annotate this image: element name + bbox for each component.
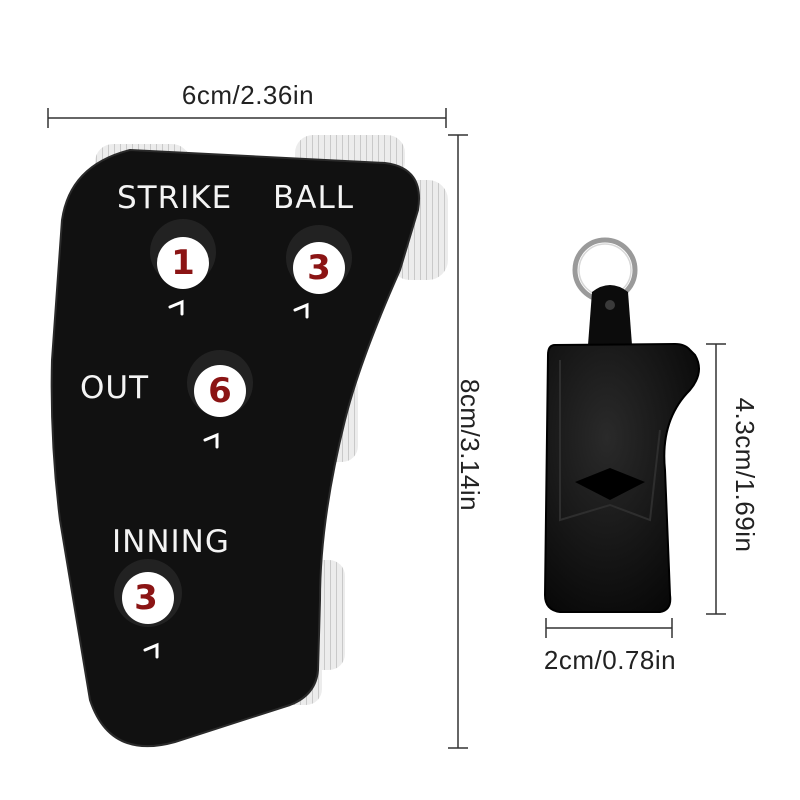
strike-label: STRIKE — [117, 180, 233, 216]
inning-label: INNING — [112, 524, 230, 560]
out-dial — [187, 350, 253, 417]
inning-count: 3 — [134, 578, 158, 618]
counter-height-dimension-line — [448, 134, 468, 749]
umpire-counter-body — [50, 148, 420, 748]
inning-dial — [114, 559, 182, 627]
whistle — [543, 285, 700, 613]
ball-label: BALL — [273, 180, 355, 216]
whistle-width-dimension: 2cm/0.78in — [543, 645, 677, 675]
strike-count: 1 — [171, 243, 195, 283]
whistle-width-dimension-line — [545, 618, 673, 638]
counter-width-dimension-line — [47, 108, 447, 128]
dial-arrow-marks — [143, 299, 309, 659]
ball-count: 3 — [307, 248, 331, 288]
whistle-height-dimension-line — [706, 343, 726, 615]
strike-dial — [150, 219, 216, 289]
ball-dial — [286, 225, 352, 294]
counter-width-dimension: 6cm/2.36in — [181, 80, 315, 110]
out-count: 6 — [208, 371, 232, 411]
out-label: OUT — [80, 370, 150, 406]
